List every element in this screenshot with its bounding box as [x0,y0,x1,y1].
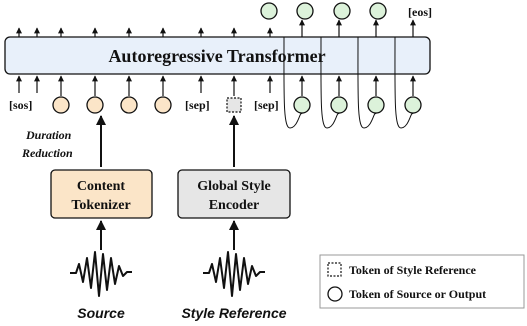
output-tokens: [eos] [16,2,432,37]
output-input-token-3 [367,96,385,114]
legend-box [319,254,525,309]
legend-style-token-label: Token of Style Reference [349,263,477,277]
output-input-token-2 [330,96,348,114]
content-token-2 [86,96,104,114]
autoregressive-feedback-curves [283,36,414,129]
eos-label: [eos] [408,5,432,19]
source-waveform-icon [70,251,132,297]
duration-reduction-line1: Duration [25,128,72,142]
style-token [226,97,242,113]
source-label: Source [77,305,125,321]
output-input-token-4 [404,96,422,114]
input-arrows [16,75,416,96]
duration-reduction-line2: Reduction [21,146,73,160]
output-token-2 [296,2,314,20]
style-encoder-line2: Encoder [209,198,260,213]
autoregressive-transformer-block [4,36,431,75]
legend-source-output-token-icon [327,286,343,302]
sep-label-2: [sep] [254,98,279,112]
transformer-label: Autoregressive Transformer [108,46,325,66]
content-tokenizer-box [50,169,153,219]
content-tokenizer-line2: Tokenizer [71,198,130,213]
content-token-4 [154,96,172,114]
legend-style-token-icon [327,262,342,277]
output-token-1 [260,2,278,20]
sos-label: [sos] [9,98,32,112]
output-input-token-1 [293,96,311,114]
global-style-encoder-box [177,169,291,219]
content-tokenizer-line1: Content [77,179,126,194]
legend: Token of Style Reference Token of Source… [319,254,525,309]
style-reference-label: Style Reference [181,305,286,321]
output-token-3 [333,2,351,20]
content-token-1 [52,96,70,114]
output-token-4 [369,2,387,20]
legend-source-output-token-label: Token of Source or Output [349,287,486,301]
sep-label-1: [sep] [185,98,210,112]
style-reference-waveform-icon [203,251,265,297]
style-encoder-line1: Global Style [197,179,271,194]
content-token-3 [120,96,138,114]
